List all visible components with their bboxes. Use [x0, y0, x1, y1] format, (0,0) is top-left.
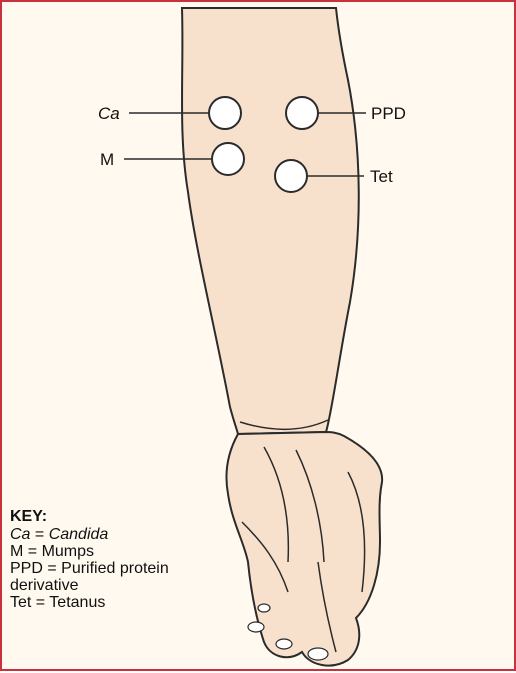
key-entry-ppd: PPD = Purified protein derivative [10, 560, 216, 594]
key-abbr: PPD [10, 560, 43, 577]
key-title: KEY: [10, 508, 216, 525]
key-sep: = [31, 594, 49, 611]
key-full: Candida [49, 526, 109, 543]
key-sep: = [23, 543, 41, 560]
key-abbr: Ca [10, 526, 30, 543]
key-sep: = [30, 526, 48, 543]
key-sep: = [43, 560, 61, 577]
key-entry-ca: Ca = Candida [10, 526, 216, 543]
nail-3 [308, 648, 328, 660]
site-ca-circle [209, 97, 241, 129]
key-abbr: M [10, 543, 23, 560]
forearm-outline [182, 8, 359, 434]
key-full: Tetanus [49, 594, 105, 611]
nail-2 [276, 639, 292, 649]
key-entry-m: M = Mumps [10, 543, 216, 560]
key-entry-tet: Tet = Tetanus [10, 594, 216, 611]
label-m: M [100, 150, 114, 169]
nail-4 [258, 604, 270, 612]
site-ppd-circle [286, 97, 318, 129]
label-ca: Ca [98, 104, 120, 123]
nail-1 [248, 622, 264, 632]
label-ppd: PPD [371, 104, 406, 123]
site-tet-circle [275, 160, 307, 192]
key-legend: KEY: Ca = Candida M = Mumps PPD = Purifi… [10, 508, 216, 611]
site-m-circle [212, 143, 244, 175]
label-tet: Tet [370, 167, 393, 186]
key-full: Mumps [42, 543, 94, 560]
key-abbr: Tet [10, 594, 31, 611]
